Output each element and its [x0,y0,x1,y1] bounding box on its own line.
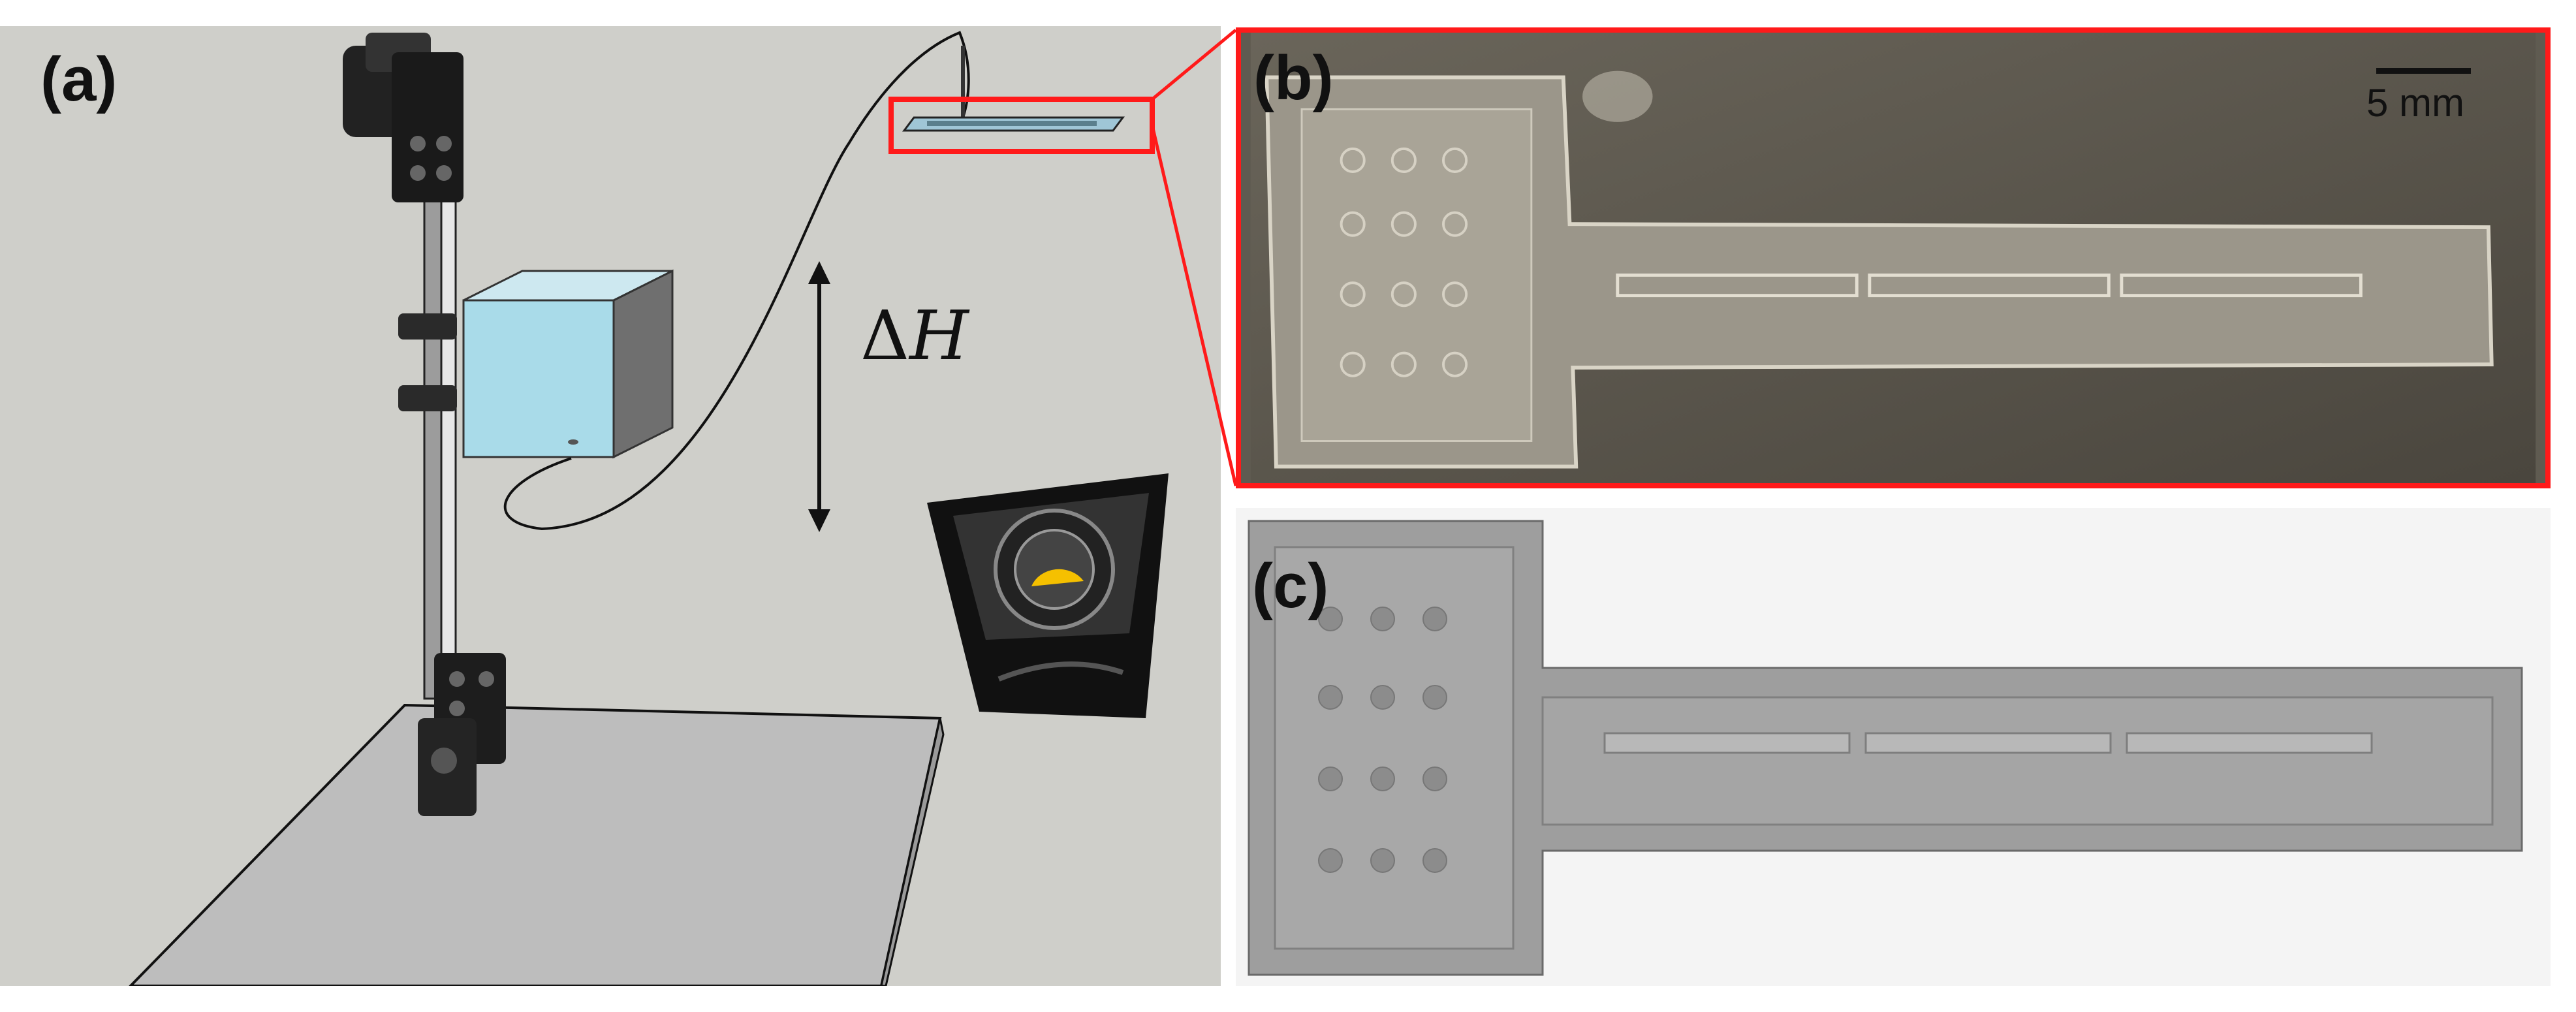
chip-photo-panel [1236,27,2551,488]
panel-label-a: (a) [40,44,118,114]
vertical-rail [423,162,443,700]
well-array [1340,147,1468,377]
lamp-icon [927,473,1169,718]
tubing-curve [503,31,970,531]
chip-miniature [902,116,1125,132]
render-channels [1603,732,2373,754]
setup-panel [0,26,1221,986]
panel-label-c: (c) [1252,551,1329,621]
channel-segments [1616,273,2363,298]
scale-bar-label: 5 mm [2366,81,2464,125]
chip-render-panel [1236,508,2551,986]
reservoir-box [462,269,674,459]
render-wells [1318,607,1447,873]
lower-carriage [418,653,506,816]
panel-label-b: (b) [1253,43,1334,113]
scale-bar [2376,68,2471,74]
delta-h-label: ΔH [860,302,969,370]
double-headed-arrow [808,261,830,532]
setup-illustration [129,31,1169,986]
chip-render [1236,508,2551,986]
chip-photo [1250,33,2536,483]
platform [129,703,942,986]
delta-symbol: Δ [860,296,910,375]
chip-outline [1264,75,2494,469]
camera-icon [343,33,463,202]
height-variable: H [909,296,969,375]
